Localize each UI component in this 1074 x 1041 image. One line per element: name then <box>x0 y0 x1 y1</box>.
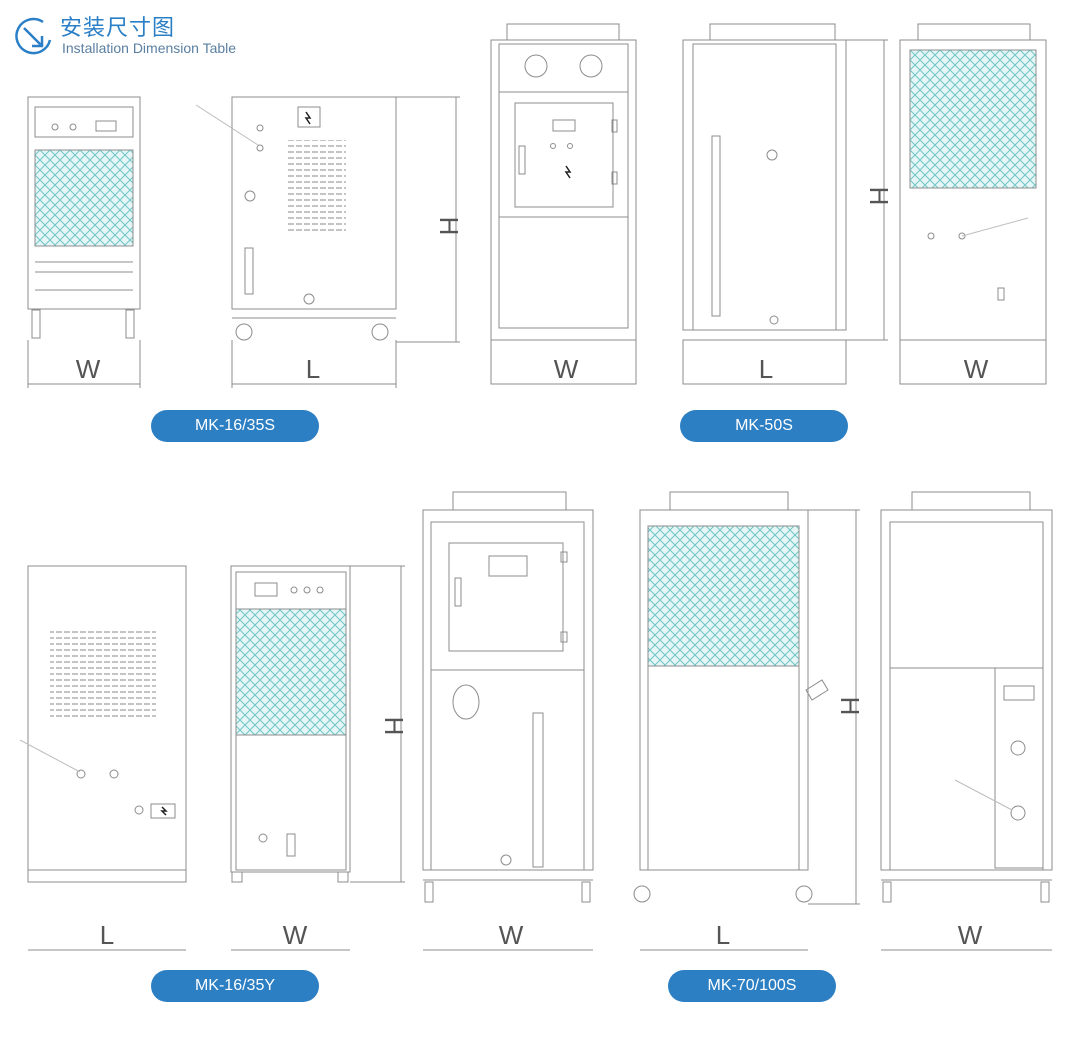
mk16-35y-side-view <box>19 565 187 951</box>
mk70-100s-front-view <box>422 491 594 951</box>
dim-l-4: L <box>716 920 730 950</box>
title-chinese: 安装尺寸图 <box>60 15 176 40</box>
model-label-mk16-35y: MK-16/35Y <box>151 970 319 1002</box>
model-label-mk70-100s: MK-70/100S <box>668 970 836 1002</box>
dim-w-3: W <box>964 354 989 384</box>
mk50s-side-view <box>682 23 847 385</box>
mk16-35y-front-view <box>230 565 351 951</box>
section-header <box>10 10 310 60</box>
circle-arrow-icon <box>15 17 52 55</box>
mk16-35s-side-view <box>195 96 397 341</box>
mk16-35y-height-dim <box>350 565 405 883</box>
dim-w-2: W <box>554 354 579 384</box>
model-label-mk16-35s: MK-16/35S <box>151 410 319 442</box>
mk70-100s-side-view <box>633 491 829 951</box>
dim-w-5: W <box>499 920 524 950</box>
mk50s-back-view <box>899 23 1047 385</box>
dim-h-3: H <box>379 717 409 736</box>
dim-w-6: W <box>958 920 983 950</box>
mk16-35s-height-dim <box>396 96 460 343</box>
title-english: Installation Dimension Table <box>62 40 237 56</box>
mk16-35s-front-view <box>27 96 141 339</box>
mk50s-front-view <box>490 23 637 385</box>
dim-l-3: L <box>100 920 114 950</box>
dim-h-2: H <box>864 187 894 206</box>
mk70-100s-height-dim <box>808 509 860 905</box>
dim-l-2: L <box>759 354 773 384</box>
dim-w-4: W <box>283 920 308 950</box>
mk50s-height-dim <box>846 39 888 341</box>
mk16-35s-baselines <box>27 340 397 388</box>
model-label-mk50s: MK-50S <box>680 410 848 442</box>
dim-h-1: H <box>434 217 464 236</box>
dim-l-1: L <box>306 354 320 384</box>
mk70-100s-back-view <box>880 491 1053 951</box>
dim-h-4: H <box>835 697 865 716</box>
dim-w-1: W <box>76 354 101 384</box>
